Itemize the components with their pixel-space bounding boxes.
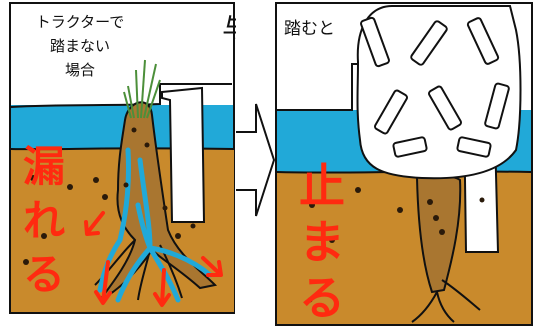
right-panel: 踏むと 止 ま る bbox=[272, 0, 536, 329]
soil-particles bbox=[307, 187, 485, 303]
right-arrow-icon bbox=[236, 103, 276, 217]
left-big-label: 漏 れ る bbox=[16, 140, 72, 302]
soil-particles bbox=[23, 127, 196, 265]
levee-wall bbox=[161, 86, 206, 223]
grass bbox=[123, 59, 161, 119]
left-label-char-1: 漏 bbox=[22, 142, 65, 191]
left-panel-drawing bbox=[9, 2, 235, 314]
left-label-char-3: る bbox=[22, 250, 65, 299]
left-caption-line3: 場合 bbox=[64, 61, 95, 79]
leak-arrows bbox=[84, 211, 223, 307]
left-caption: トラクターで 踏まない 場合 bbox=[20, 10, 140, 82]
right-caption: 踏むと bbox=[284, 19, 335, 39]
right-label-char-3: る bbox=[299, 271, 345, 325]
left-panel: トラクターで 踏まない 場合 漏 れ る 与 bbox=[0, 0, 238, 329]
right-label-char-2: ま bbox=[299, 215, 345, 269]
transition-arrow bbox=[236, 100, 276, 220]
right-label-char-1: 止 bbox=[299, 159, 345, 213]
tractor-wheel bbox=[356, 5, 522, 180]
left-caption-line2: 踏まない bbox=[49, 37, 110, 55]
corner-mark: 与 bbox=[222, 12, 236, 46]
right-panel-drawing bbox=[275, 2, 533, 326]
left-caption-line1: トラクターで bbox=[35, 13, 125, 31]
left-label-char-2: れ bbox=[22, 196, 65, 245]
right-big-label: 止 ま る bbox=[292, 158, 352, 326]
